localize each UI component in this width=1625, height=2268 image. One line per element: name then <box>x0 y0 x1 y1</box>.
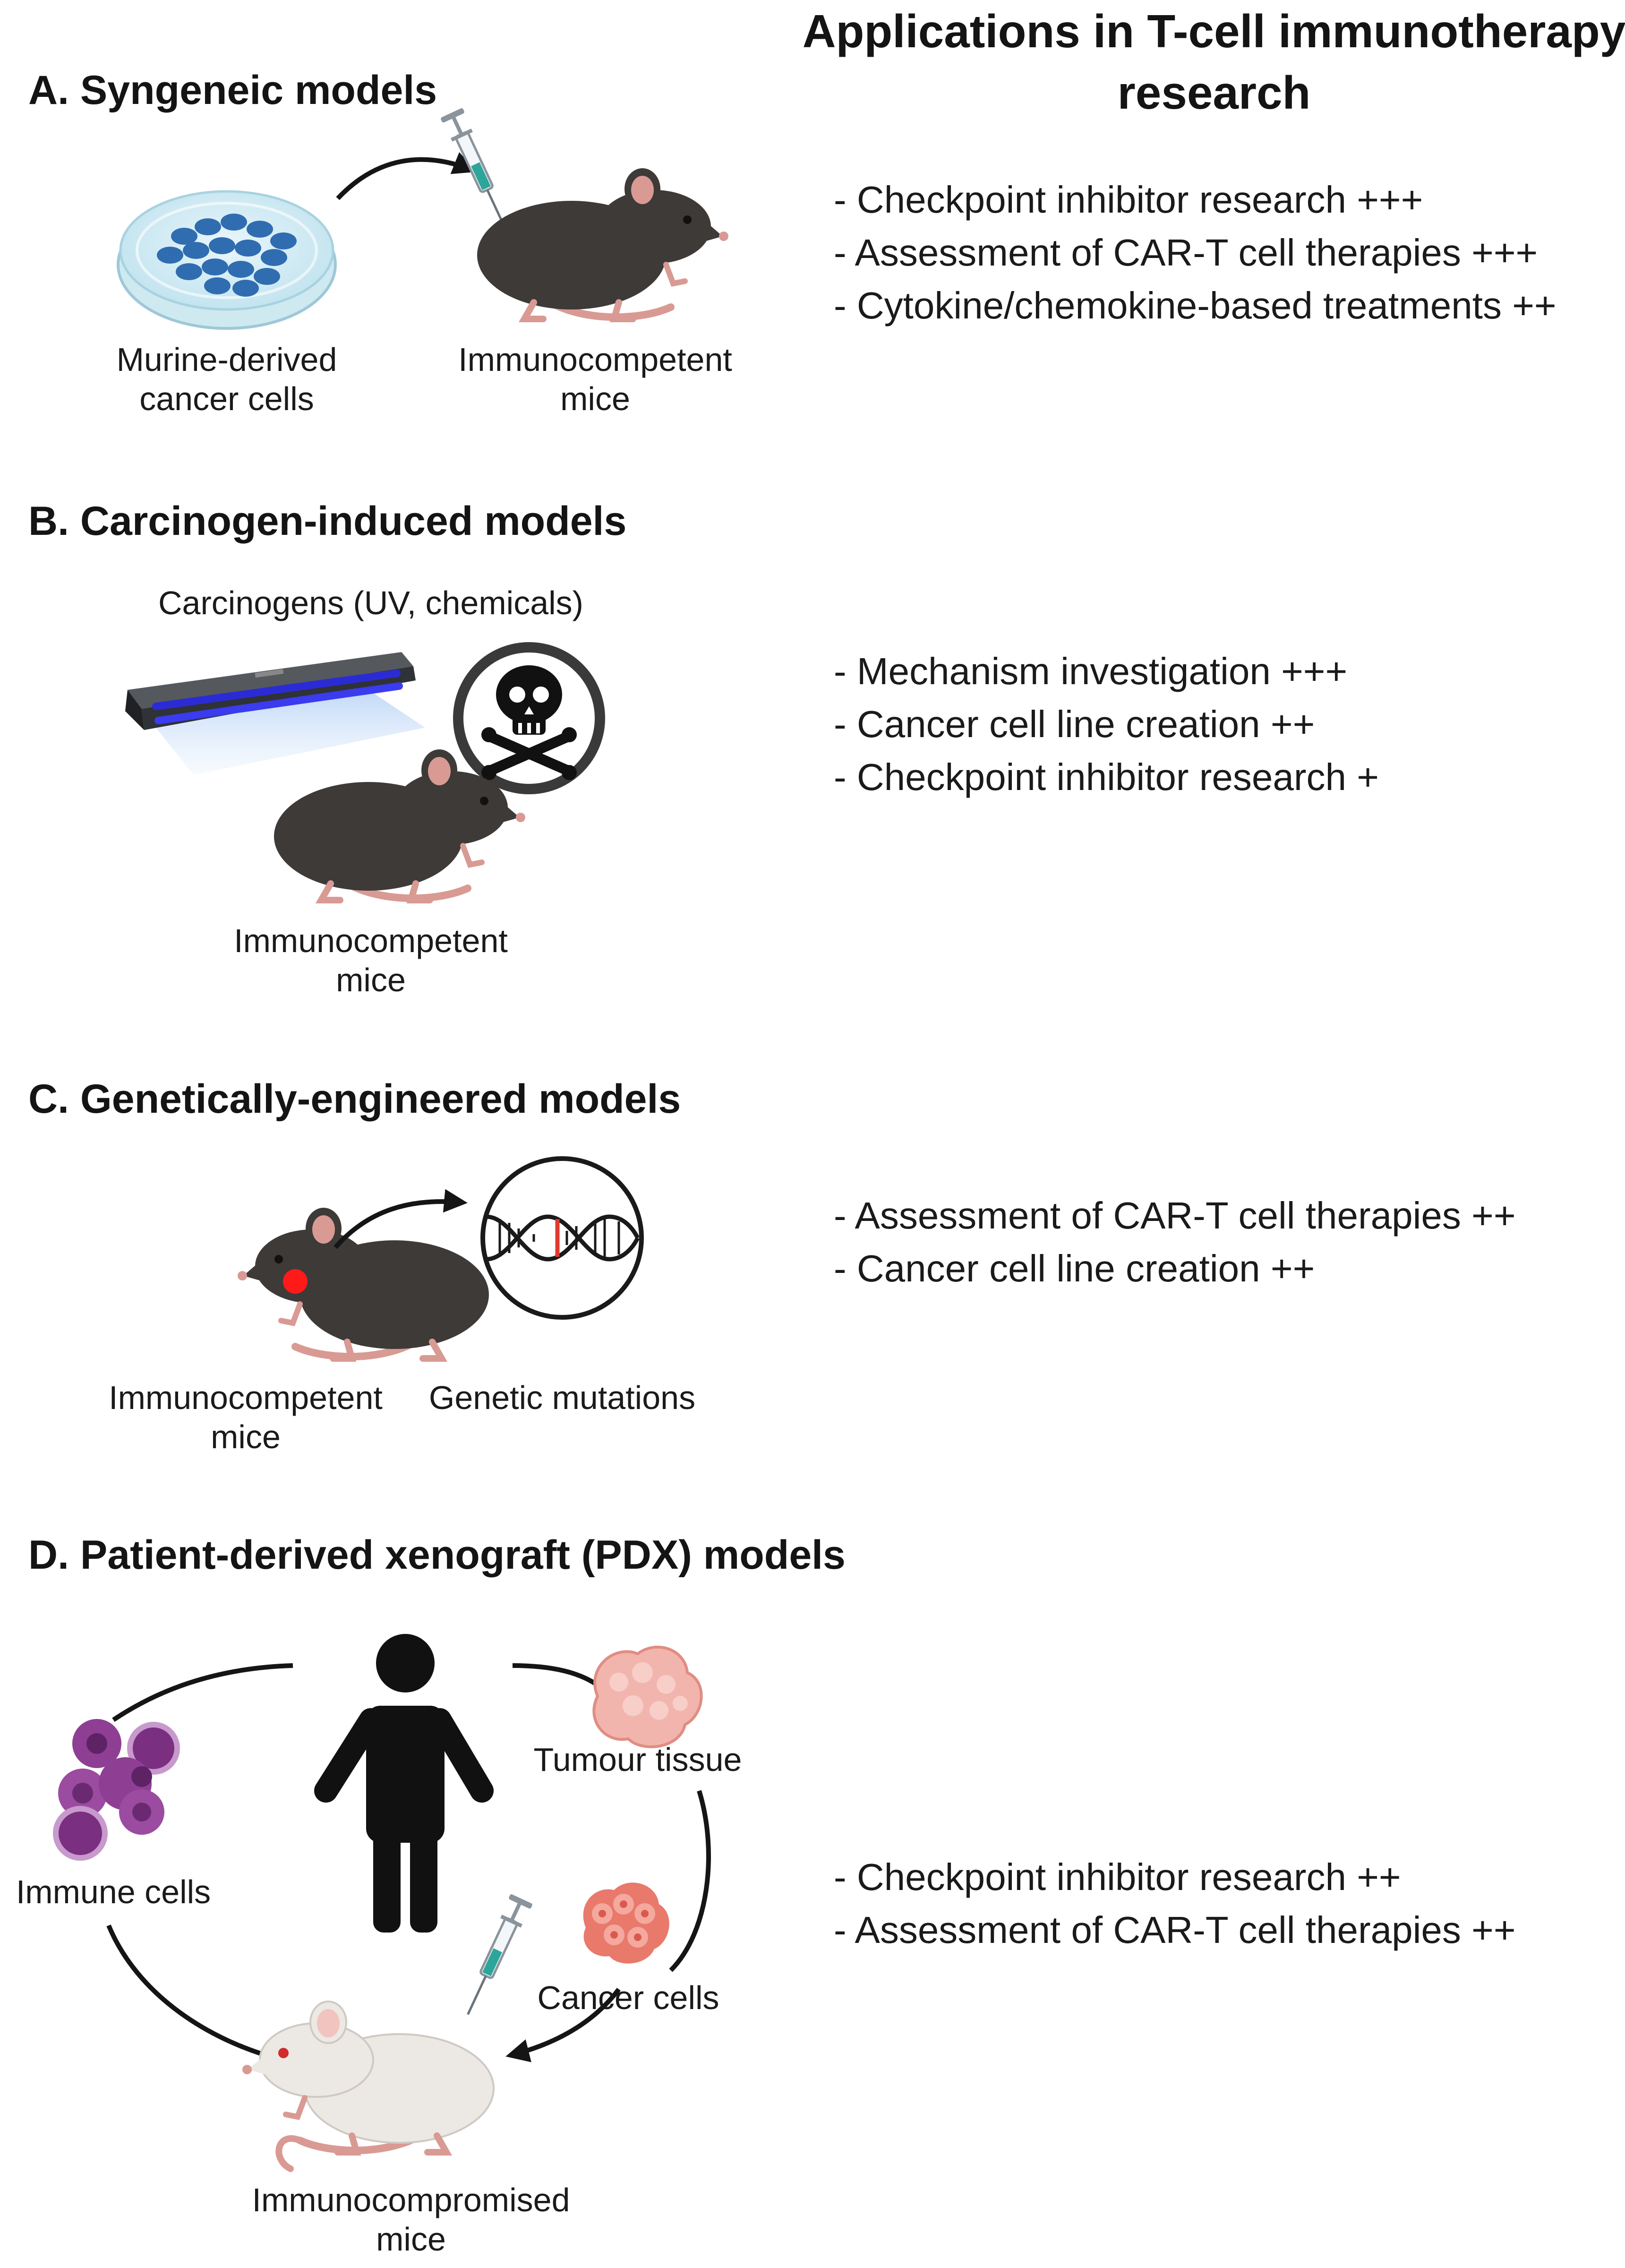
arrow-tumour-to-cancer <box>669 1790 711 1972</box>
arrow-human-to-tumour <box>512 1663 601 1689</box>
immune-cells-icon <box>53 1719 180 1861</box>
label-tumour-tissue: Tumour tissue <box>534 1741 742 1778</box>
label-murine-cells-1: Murine-derived <box>117 341 337 378</box>
label-mice-a-2: mice <box>560 380 630 417</box>
section-c-title: C. Genetically-engineered models <box>28 1076 681 1122</box>
app-c-1: - Assessment of CAR-T cell therapies ++ <box>834 1194 1516 1237</box>
label-murine-cells-2: cancer cells <box>139 380 314 417</box>
skull-crossbones-icon <box>453 642 605 794</box>
petri-dish-icon <box>117 190 337 330</box>
app-b-3: - Checkpoint inhibitor research + <box>834 756 1379 798</box>
app-d-2: - Assessment of CAR-T cell therapies ++ <box>834 1909 1516 1951</box>
applications-header-line1: Applications in T-cell immunotherapy <box>803 5 1625 57</box>
applications-header-line2: research <box>1118 67 1311 119</box>
human-icon <box>314 1634 494 1933</box>
label-mice-c-1: Immunocompetent <box>109 1379 383 1416</box>
app-a-1: - Checkpoint inhibitor research +++ <box>834 179 1423 221</box>
arrow-dish-to-mouse <box>336 152 477 200</box>
arrow-immune-to-mouse <box>106 1924 288 2067</box>
label-mice-d-1: Immunocompromised <box>252 2182 570 2218</box>
label-mice-c-2: mice <box>211 1418 281 1455</box>
app-b-1: - Mechanism investigation +++ <box>834 650 1347 692</box>
mouse-icon <box>238 1208 489 1358</box>
label-mice-b-1: Immunocompetent <box>234 922 508 959</box>
label-mice-d-2: mice <box>376 2221 446 2258</box>
syringe-icon <box>440 108 516 234</box>
section-b-title: B. Carcinogen-induced models <box>28 498 626 544</box>
label-mice-b-2: mice <box>336 962 406 998</box>
label-cancer-cells: Cancer cells <box>537 1979 719 2016</box>
label-mice-a-1: Immunocompetent <box>458 341 732 378</box>
mouse-icon <box>477 168 728 319</box>
syringe-icon <box>457 1894 533 2020</box>
cancer-cells-icon <box>583 1882 669 1964</box>
arrow-human-to-immune <box>112 1663 293 1722</box>
label-genetic-mutations: Genetic mutations <box>429 1379 695 1416</box>
section-a-title: A. Syngeneic models <box>28 68 437 113</box>
uv-lamp-icon <box>125 652 425 775</box>
app-d-1: - Checkpoint inhibitor research ++ <box>834 1856 1401 1898</box>
mouse-icon <box>242 2001 495 2172</box>
mutation-site <box>283 1269 308 1294</box>
arrow-mouse-to-dna <box>334 1189 468 1249</box>
app-b-2: - Cancer cell line creation ++ <box>834 703 1315 745</box>
section-d-title: D. Patient-derived xenograft (PDX) model… <box>28 1532 846 1578</box>
app-c-2: - Cancer cell line creation ++ <box>834 1247 1315 1289</box>
tumour-icon <box>592 1645 703 1748</box>
arrow-cancer-to-mouse <box>505 1987 621 2062</box>
label-carcinogens: Carcinogens (UV, chemicals) <box>158 584 583 621</box>
app-a-2: - Assessment of CAR-T cell therapies +++ <box>834 232 1538 274</box>
label-immune-cells: Immune cells <box>16 1873 211 1910</box>
dna-icon <box>480 1156 644 1320</box>
app-a-3: - Cytokine/chemokine-based treatments ++ <box>834 284 1557 326</box>
